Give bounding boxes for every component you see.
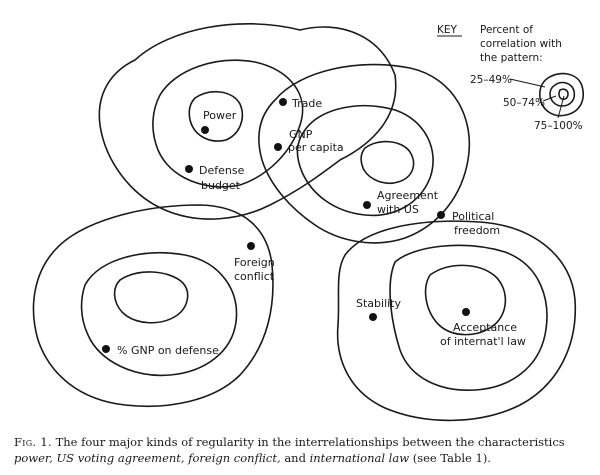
agreement-cluster xyxy=(258,63,471,244)
power-outer-contour xyxy=(98,22,397,220)
key-legend: KEY Percent of correlation with the patt… xyxy=(437,24,584,132)
key-middle-contour xyxy=(549,81,576,107)
gnp-label-line1: GNP xyxy=(289,128,313,141)
stability-point xyxy=(369,313,377,321)
caption-text-1: The four major kinds of regularity in th… xyxy=(55,435,565,449)
gnp-on-defense-point xyxy=(102,345,110,353)
acceptance-label-line2: of internat'l law xyxy=(440,335,526,348)
law-outer-contour xyxy=(336,220,577,422)
defense-budget-point xyxy=(185,165,193,173)
power-cluster xyxy=(98,22,397,220)
key-leader-75 xyxy=(557,95,565,119)
key-outer-contour xyxy=(539,72,584,117)
caption-and: and xyxy=(284,451,306,465)
caption-term-1: power, US voting agreement, foreign conf… xyxy=(14,451,281,465)
agreement-label-line1: Agreement xyxy=(377,189,439,202)
key-heading: KEY xyxy=(437,24,458,36)
agreement-middle-contour xyxy=(296,104,434,217)
law-middle-contour xyxy=(389,244,548,391)
trade-point xyxy=(279,98,287,106)
stability-label: Stability xyxy=(356,297,402,310)
defense-label-line2: budget xyxy=(201,179,241,192)
agreement-outer-contour xyxy=(258,63,471,244)
power-inner-contour xyxy=(188,91,244,142)
key-inner-contour xyxy=(558,88,569,101)
key-level-50-74: 50–74% xyxy=(503,97,545,109)
caption-text-2: (see Table 1). xyxy=(412,451,491,465)
political-label-line1: Political xyxy=(452,210,494,223)
caption-figure-number: Fig. 1. xyxy=(14,435,52,449)
figure-caption: Fig. 1. The four major kinds of regulari… xyxy=(14,434,590,466)
foreign-middle-contour xyxy=(80,252,238,377)
gnp-per-capita-point xyxy=(274,143,282,151)
trade-label: Trade xyxy=(291,97,322,110)
power-label: Power xyxy=(203,109,237,122)
key-level-75-100: 75–100% xyxy=(534,120,583,132)
key-leader-25 xyxy=(509,78,546,88)
key-line3: the pattern: xyxy=(480,52,543,64)
agreement-with-us-point xyxy=(363,201,371,209)
defense-label-line1: Defense xyxy=(199,164,245,177)
acceptance-law-point xyxy=(462,308,470,316)
caption-term-2: international law xyxy=(309,451,410,465)
gnp-defense-label: % GNP on defense xyxy=(117,344,219,357)
foreign-label-line2: conflict xyxy=(234,270,275,283)
key-level-25-49: 25–49% xyxy=(470,74,512,86)
political-freedom-point xyxy=(437,211,445,219)
foreign-conflict-cluster xyxy=(32,204,274,408)
political-label-line2: freedom xyxy=(454,224,500,237)
foreign-outer-contour xyxy=(32,204,274,408)
power-point xyxy=(201,126,209,134)
foreign-label-line1: Foreign xyxy=(234,256,275,269)
agreement-inner-contour xyxy=(360,140,415,185)
foreign-conflict-point xyxy=(247,242,255,250)
law-inner-contour xyxy=(424,264,507,336)
key-line2: correlation with xyxy=(480,38,562,50)
foreign-inner-contour xyxy=(113,271,189,324)
regularity-diagram: Power Trade GNP per capita Defense budge… xyxy=(32,22,584,422)
agreement-label-line2: with US xyxy=(377,203,419,216)
key-leader-50 xyxy=(542,95,557,102)
international-law-cluster xyxy=(336,220,577,422)
key-line1: Percent of xyxy=(480,24,533,36)
acceptance-label-line1: Acceptance xyxy=(453,321,517,334)
power-middle-contour xyxy=(152,59,304,188)
gnp-label-line2: per capita xyxy=(288,141,344,154)
